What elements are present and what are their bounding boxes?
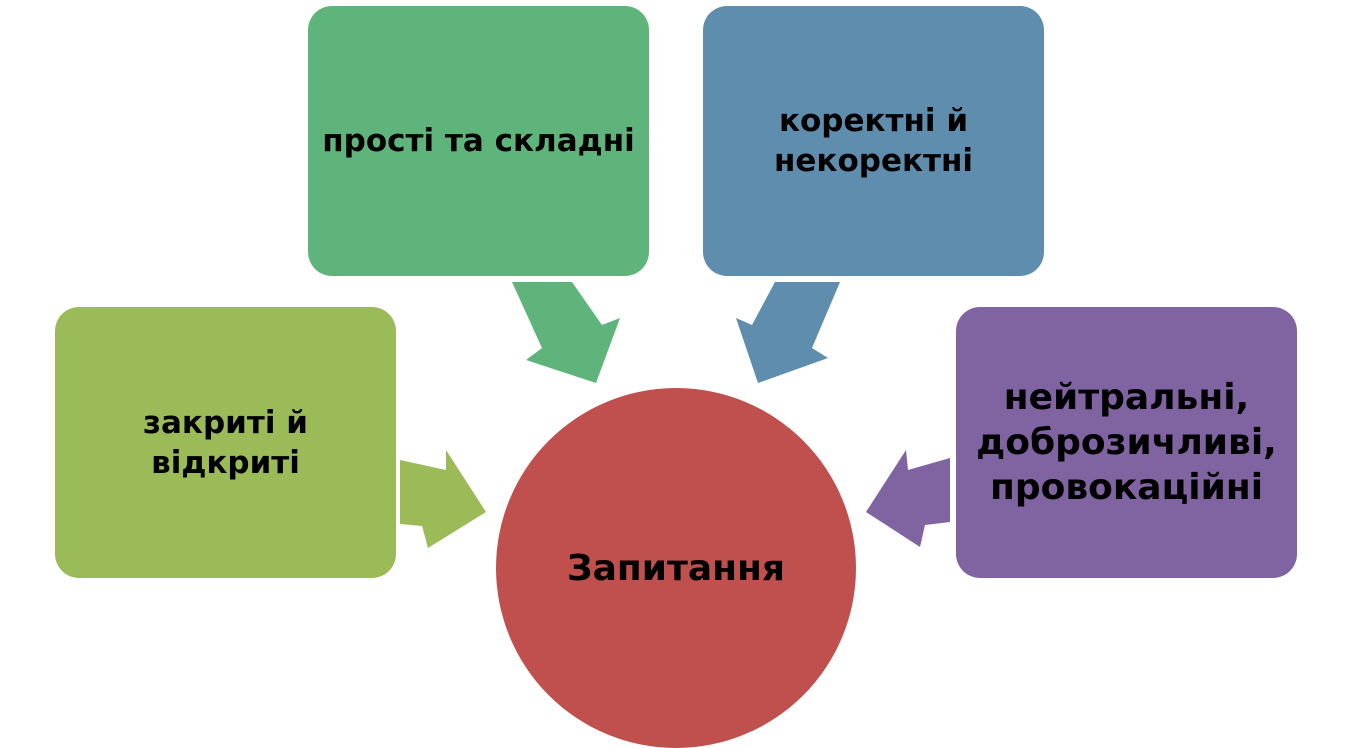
arrow-left-to-center (400, 450, 486, 548)
arrow-right-to-center (866, 450, 950, 547)
node-simple-complex: прості та складні (308, 6, 649, 276)
center-node-questions: Запитання (496, 388, 856, 748)
center-node-label: Запитання (567, 547, 785, 589)
node-neutral-friendly-provocative: нейтральні, доброзичливі, провокаційні (956, 307, 1297, 578)
arrow-top-left-to-center (512, 282, 620, 383)
node-simple-complex-line-1: прості та складні (322, 123, 635, 159)
node-closed-open: закриті й відкриті (55, 307, 396, 578)
node-correct-incorrect-line-2: некоректні (773, 143, 974, 179)
node-neutral-line-2: доброзичливі, (976, 422, 1277, 463)
node-neutral-line-1: нейтральні, (1003, 377, 1250, 418)
node-neutral-line-3: провокаційні (989, 467, 1264, 508)
node-correct-incorrect: коректні й некоректні (703, 6, 1044, 276)
node-correct-incorrect-line-1: коректні й (778, 103, 969, 139)
node-closed-open-line-1: закриті й (143, 404, 308, 441)
node-closed-open-line-2: відкриті (151, 444, 300, 481)
arrow-top-right-to-center (736, 282, 840, 383)
